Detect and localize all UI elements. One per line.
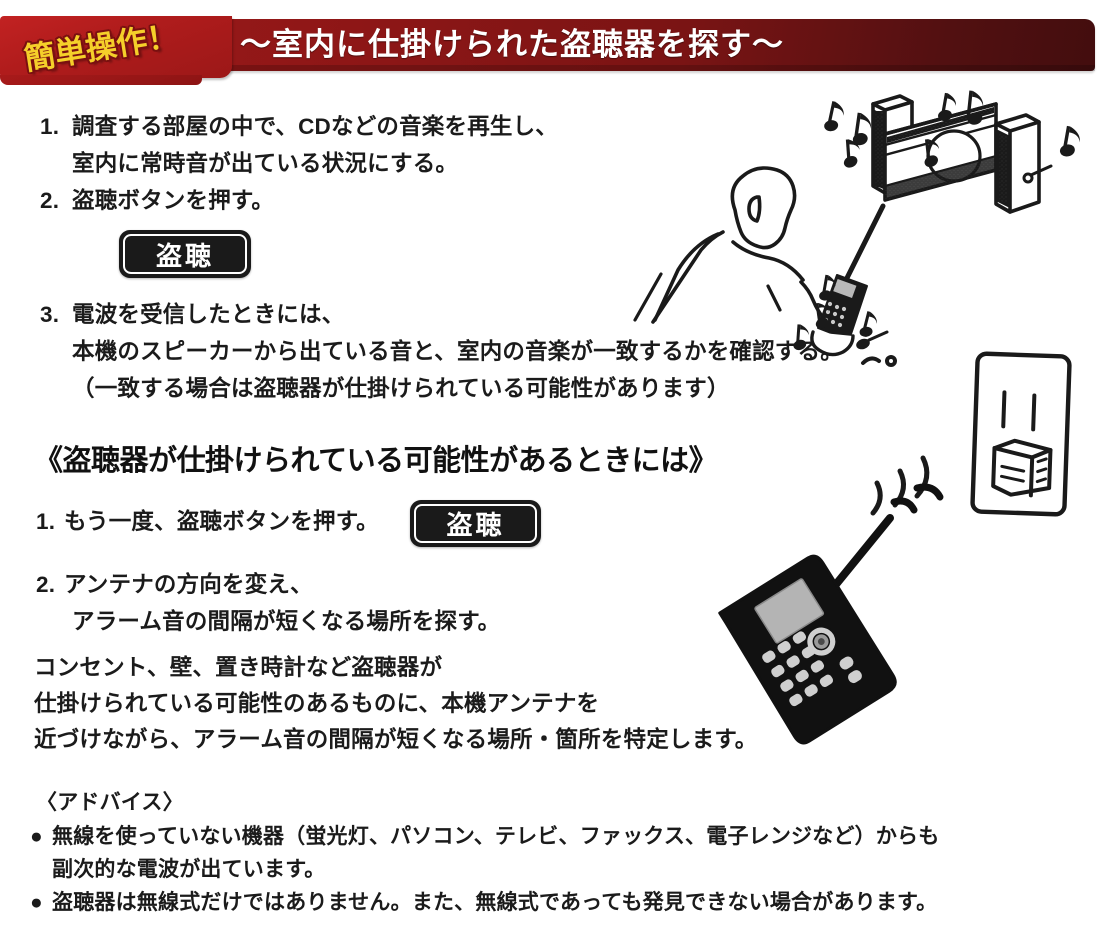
stereo-system-graphic: [871, 94, 1053, 214]
advice-heading: 〈アドバイス〉: [36, 791, 184, 814]
section-step-2-number: 2.: [36, 572, 56, 597]
section-paragraph-line-1: コンセント、壁、置き時計など盗聴器が: [34, 655, 443, 680]
person-graphic: [633, 166, 840, 324]
advice-item-1-line-2: 副次的な電波が出ています。: [52, 858, 326, 881]
illustration-wall-outlet: [855, 345, 1109, 545]
step-3-number: 3.: [40, 302, 60, 327]
toucho-button-section-label: 盗聴: [446, 510, 505, 540]
illustration-person-and-stereo: [615, 82, 1109, 357]
section-paragraph-line-2: 仕掛けられている可能性のあるものに、本機アンテナを: [34, 691, 600, 716]
section-step-2-line-2: アラーム音の間隔が短くなる場所を探す。: [72, 609, 501, 634]
toucho-button-top-label: 盗聴: [155, 240, 214, 271]
scanner-body: [718, 554, 897, 745]
step-2-line-1: 盗聴ボタンを押す。: [72, 188, 275, 213]
music-notes-near-scanner: [793, 274, 889, 351]
page-header-banner: ～室内に仕掛けられた盗聴器を探す～ 簡単操作！: [0, 14, 1109, 85]
hidden-bug-cube: [991, 438, 1053, 498]
toucho-button-top-inner: 盗聴: [123, 234, 247, 274]
advice-item-2-bullet: ●: [30, 891, 43, 914]
toucho-button-section[interactable]: 盗聴: [410, 500, 541, 547]
step-3-line-3: （一致する場合は盗聴器が仕掛けられている可能性があります）: [72, 376, 730, 401]
step-3-line-2: 本機のスピーカーから出ている音と、室内の音楽が一致するかを確認する。: [72, 339, 843, 364]
section-step-1-number: 1.: [36, 509, 56, 534]
radio-waves-scanner: [890, 483, 944, 514]
step-1-line-1: 調査する部屋の中で、CDなどの音楽を再生し、: [72, 114, 558, 139]
step-3-line-1: 電波を受信したときには、: [72, 302, 345, 327]
step-1-number: 1.: [40, 114, 60, 139]
advice-item-1-bullet: ●: [30, 825, 43, 848]
toucho-button-top[interactable]: 盗聴: [119, 230, 251, 278]
advice-item-2-line-1: 盗聴器は無線式だけではありません。また、無線式であっても発見できない場合がありま…: [52, 891, 938, 914]
section-step-2-line-1: アンテナの方向を変え、: [64, 572, 313, 597]
advice-item-1-line-1: 無線を使っていない機器（蛍光灯、パソコン、テレビ、ファックス、電子レンジなど）か…: [52, 825, 940, 848]
step-2-number: 2.: [40, 188, 60, 213]
music-notes-graphic: [824, 90, 1080, 168]
handheld-scanner-small-graphic: [810, 203, 886, 357]
wave-tip-dot: [861, 355, 897, 367]
banner-badge-tab: [0, 16, 232, 85]
section-paragraph-line-3: 近づけながら、アラーム音の間隔が短くなる場所・箇所を特定します。: [34, 727, 758, 752]
section-heading: 《盗聴器が仕掛けられている可能性があるときには》: [34, 445, 718, 477]
toucho-button-section-inner: 盗聴: [414, 504, 537, 543]
section-step-1-line-1: もう一度、盗聴ボタンを押す。: [64, 509, 379, 534]
page-title: ～室内に仕掛けられた盗聴器を探す～: [240, 27, 784, 62]
illustration-handheld-scanner: [655, 480, 955, 745]
step-1-line-2: 室内に常時音が出ている状況にする。: [72, 151, 459, 176]
